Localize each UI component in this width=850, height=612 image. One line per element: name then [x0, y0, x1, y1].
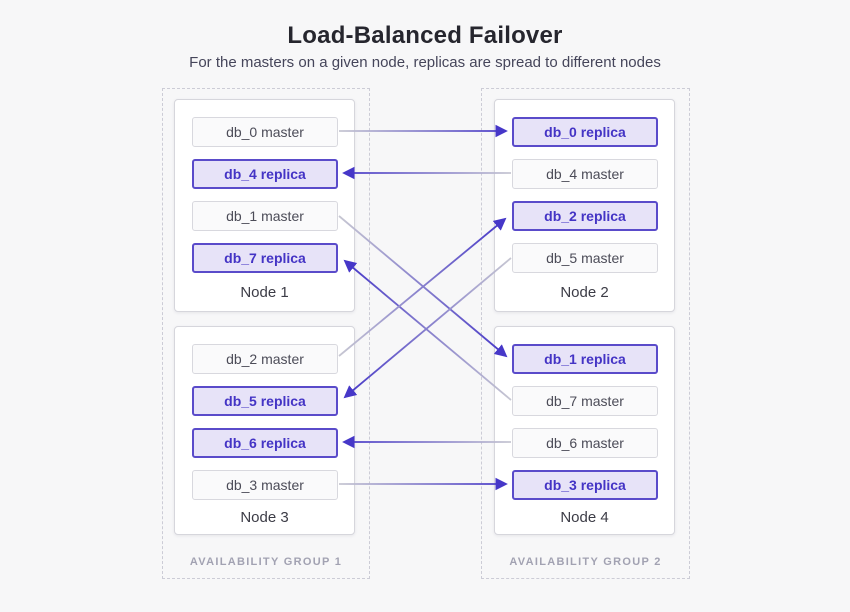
box-db_5-replica: db_5 replica: [192, 386, 338, 416]
box-db_2-master: db_2 master: [192, 344, 338, 374]
node-2-label: Node 2: [560, 284, 609, 301]
availability-group-2-label: AVAILABILITY GROUP 2: [509, 556, 662, 568]
box-db_3-master: db_3 master: [192, 470, 338, 500]
diagram-title: Load-Balanced Failover: [287, 22, 563, 49]
box-db_0-master: db_0 master: [192, 117, 338, 147]
availability-group-1-label: AVAILABILITY GROUP 1: [189, 556, 343, 568]
box-db_0-replica: db_0 replica: [512, 117, 658, 147]
box-db_3-replica: db_3 replica: [512, 470, 658, 500]
box-db_6-replica: db_6 replica: [192, 428, 338, 458]
box-db_7-replica: db_7 replica: [192, 243, 338, 273]
box-db_4-master: db_4 master: [512, 159, 658, 189]
box-db_6-master: db_6 master: [512, 428, 658, 458]
node-3-card: db_2 master db_5 replica db_6 replica db…: [174, 326, 355, 535]
box-db_5-master: db_5 master: [512, 243, 658, 273]
box-db_2-replica: db_2 replica: [512, 201, 658, 231]
diagram-subtitle: For the masters on a given node, replica…: [189, 54, 661, 71]
box-db_1-master: db_1 master: [192, 201, 338, 231]
box-db_7-master: db_7 master: [512, 386, 658, 416]
node-4-label: Node 4: [560, 509, 609, 526]
node-4-card: db_1 replica db_7 master db_6 master db_…: [494, 326, 675, 535]
node-3-label: Node 3: [240, 509, 289, 526]
node-1-label: Node 1: [240, 284, 289, 301]
box-db_1-replica: db_1 replica: [512, 344, 658, 374]
node-1-card: db_0 master db_4 replica db_1 master db_…: [174, 99, 355, 312]
box-db_4-replica: db_4 replica: [192, 159, 338, 189]
node-2-card: db_0 replica db_4 master db_2 replica db…: [494, 99, 675, 312]
